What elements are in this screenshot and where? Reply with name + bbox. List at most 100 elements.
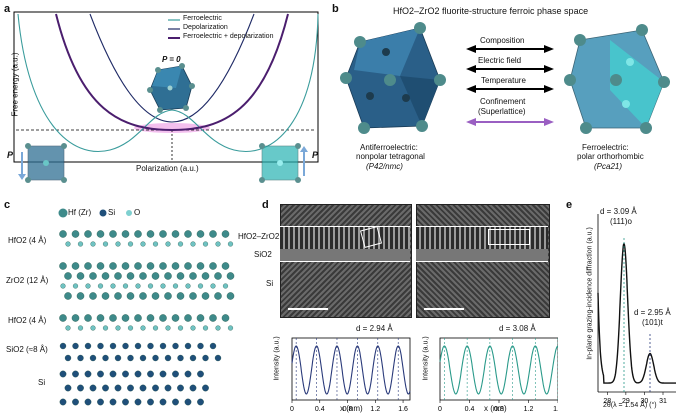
layer-hfo2-top: HfO2 (4 Å) (8, 236, 47, 245)
lattice-atom (159, 342, 167, 350)
lattice-atom (127, 384, 134, 392)
double-arrows (466, 45, 554, 126)
lattice-atom (152, 241, 159, 247)
lattice-atom (64, 354, 72, 362)
xlabel-left: x (nm) (340, 404, 363, 413)
panel-b-title: HfO2–ZrO2 fluorite-structure ferroic pha… (393, 6, 589, 16)
lattice-atom (71, 230, 80, 238)
lattice-atom (76, 272, 85, 280)
right-crystal-icon (259, 143, 308, 183)
x-tick-label: 1.6 (553, 406, 558, 413)
lattice-atom (139, 292, 147, 300)
lattice-atom (114, 272, 122, 280)
peak1-d-label: d = 3.09 Å (600, 207, 637, 216)
peak1-hkl-label: (111)o (610, 217, 632, 226)
lattice-atom (102, 384, 109, 392)
x-tick-label: 1.2 (370, 406, 380, 413)
lattice-atom (202, 354, 209, 362)
panel-c-letter: c (4, 199, 11, 211)
lattice-atom (76, 292, 85, 300)
lattice-atom (184, 342, 192, 350)
lattice-atom (122, 398, 129, 406)
right-caption-1: Ferroelectric: (582, 143, 629, 152)
lattice-atom (89, 384, 97, 392)
lattice-atom (101, 292, 110, 300)
lattice-atom (59, 370, 67, 378)
arrow-label-confinement: Confinement (480, 97, 526, 106)
lattice-atom (221, 230, 230, 238)
tem-sio2-left (280, 249, 410, 262)
lattice-atom (197, 398, 204, 406)
panel-b-letter: b (332, 3, 339, 15)
lattice-atom (172, 370, 179, 378)
ferroelectric-curve (17, 13, 319, 152)
lattice-atom (109, 262, 117, 270)
lattice-atom (190, 325, 196, 331)
lattice-atom (227, 241, 234, 247)
lattice-atom (97, 398, 104, 406)
lattice-atom (59, 262, 67, 270)
lattice-atom (196, 230, 205, 238)
lattice-atom (159, 262, 167, 270)
panel-a-chart (13, 11, 319, 183)
lattice-atom (140, 325, 146, 331)
lattice-atom (164, 272, 172, 280)
lattice-atom (214, 292, 222, 300)
legend-sum: Ferroelectric + depolarization (183, 33, 274, 40)
lattice-atom (209, 314, 217, 322)
lattice-atom (222, 283, 229, 289)
lattice-atom (127, 354, 134, 362)
lattice-atom (114, 354, 122, 362)
lattice-atom (72, 283, 79, 289)
lattice-atom (115, 325, 121, 331)
lattice-atom (59, 398, 67, 406)
lattice-atom (77, 241, 84, 247)
lattice-atom (84, 370, 92, 378)
lattice-atom (122, 370, 129, 378)
lattice-atom (65, 325, 71, 331)
panel-a-xlabel: Polarization (a.u.) (136, 164, 199, 173)
x-tick-label: 0.8 (343, 406, 353, 413)
x-tick-label: 0.4 (315, 406, 325, 413)
roi-box-right (488, 229, 530, 245)
lattice-atom (89, 354, 97, 362)
lattice-atom (184, 262, 192, 270)
lattice-atom (152, 325, 159, 331)
lattice-atom (172, 398, 179, 406)
lattice-atom (121, 262, 130, 270)
lattice-atom (177, 325, 184, 331)
d-spacing-left: d = 2.94 Å (356, 324, 393, 333)
intensity-profile-line (439, 345, 558, 395)
lattice-atom (127, 241, 134, 247)
scale-bar-right (424, 308, 464, 310)
lattice-atom (184, 230, 192, 238)
panel-d-letter: d (262, 199, 269, 211)
x-tick-label: 30 (641, 398, 649, 405)
lattice-atom (197, 283, 204, 289)
lattice-atom (177, 241, 184, 247)
lattice-atom (214, 272, 222, 280)
layer-sio2: SiO2 (≈8 Å) (6, 345, 48, 354)
lattice-atom (189, 354, 197, 362)
lattice-atom (121, 230, 130, 238)
lattice-atom (189, 384, 197, 392)
lattice-atom (115, 241, 121, 247)
lattice-atom (226, 272, 235, 280)
lattice-atom (210, 283, 216, 289)
lattice-atom (202, 241, 209, 247)
lattice-atom (114, 292, 122, 300)
lattice-atom (177, 384, 184, 392)
xlabel-right: x (nm) (484, 404, 507, 413)
x-tick-label: 31 (659, 398, 667, 405)
lattice-atom (227, 325, 234, 331)
lattice-atom (72, 342, 79, 350)
profile-frame (291, 337, 411, 401)
legend-o: O (134, 208, 141, 217)
depolarization-curve (89, 13, 255, 123)
lattice-atom (64, 272, 72, 280)
peak2-d-label: d = 2.95 Å (634, 308, 671, 317)
right-caption-3: (Pca21) (594, 162, 623, 171)
lattice-atom (96, 230, 105, 238)
lattice-atom (102, 354, 109, 362)
